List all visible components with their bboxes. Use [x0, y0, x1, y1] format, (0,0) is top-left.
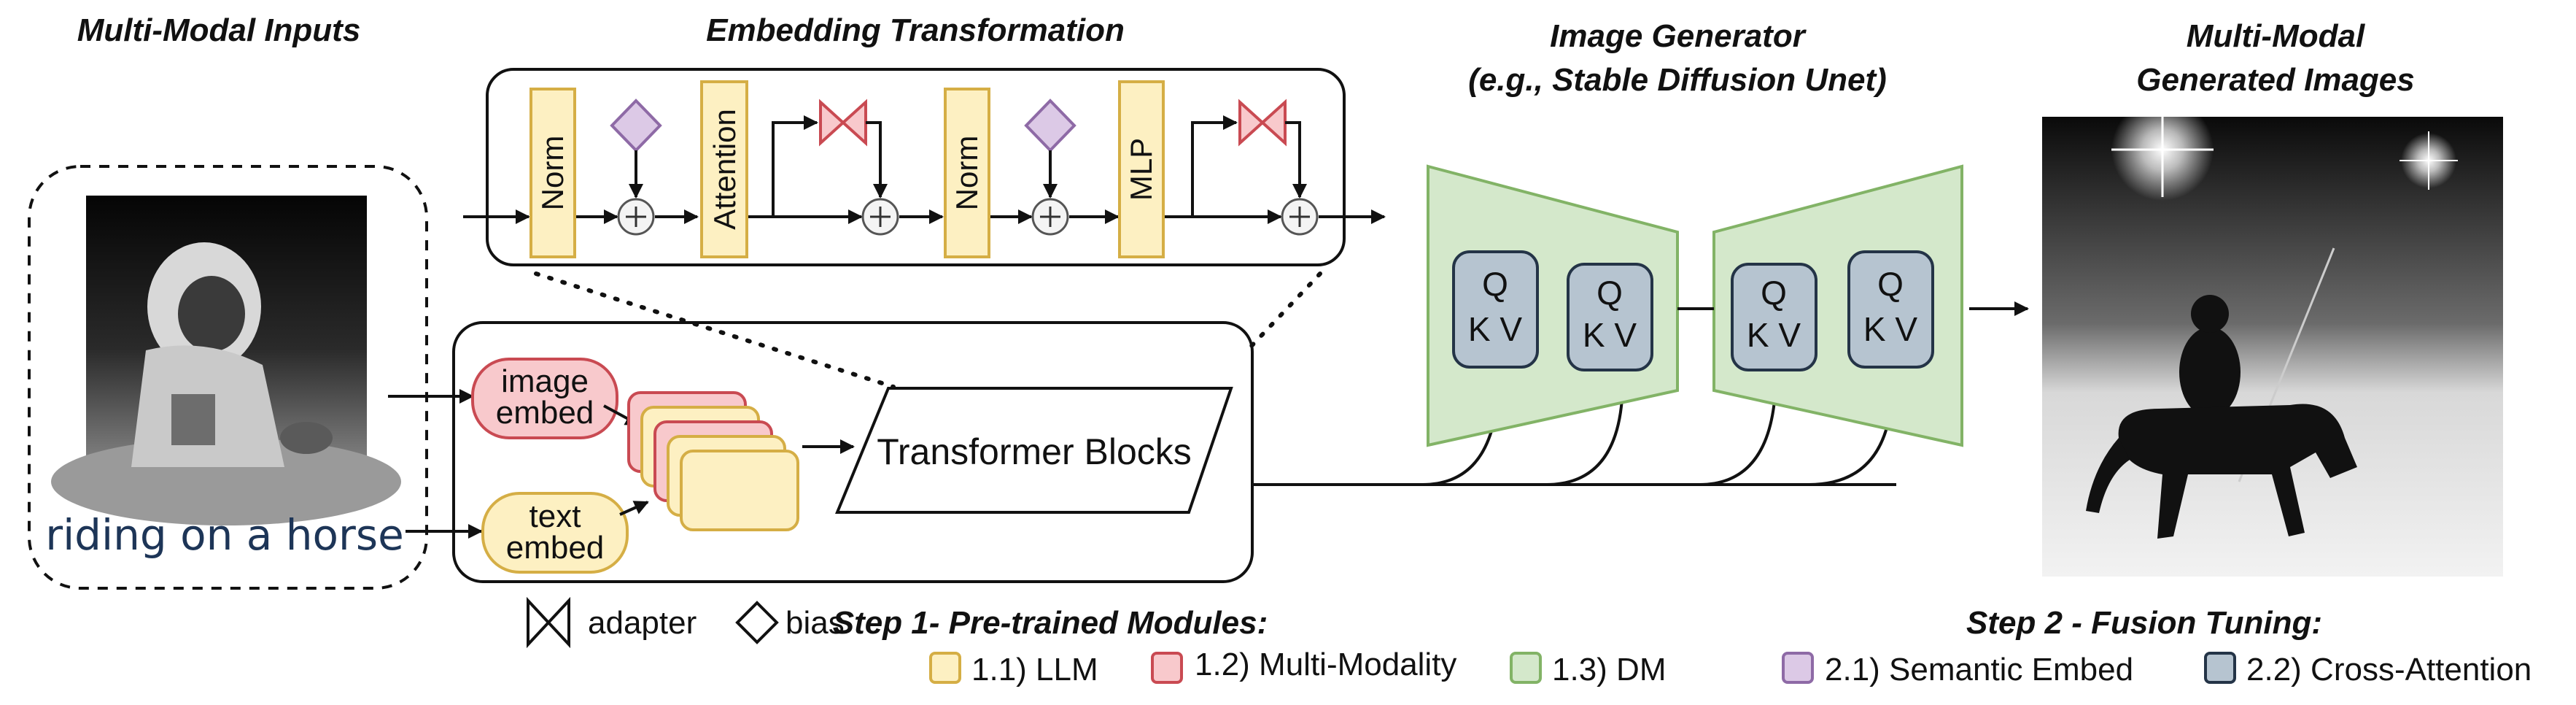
- svg-text:1.3) DM: 1.3) DM: [1552, 652, 1666, 687]
- image-embed-node: image embed: [471, 358, 618, 439]
- svg-text:image: image: [501, 363, 589, 399]
- mlp-block: MLP: [1118, 80, 1165, 258]
- svg-text:2.2) Cross-Attention: 2.2) Cross-Attention: [2246, 652, 2532, 687]
- cross-attention-block-3: Q K V: [1731, 263, 1817, 371]
- legend-cross-attention: 2.2) Cross-Attention: [2204, 652, 2532, 687]
- svg-text:K V: K V: [1583, 316, 1637, 354]
- output-header-line1: Multi-Modal: [2187, 18, 2365, 54]
- inputs-dashed-frame: [28, 165, 428, 590]
- svg-text:2.1) Semantic Embed: 2.1) Semantic Embed: [1825, 652, 2133, 687]
- adapter-legend: adapter: [527, 596, 697, 649]
- adapter-legend-icon: [527, 596, 551, 649]
- svg-text:Q: Q: [1761, 274, 1787, 312]
- text-prompt: riding on a horse: [45, 510, 404, 560]
- svg-text:1.1) LLM: 1.1) LLM: [971, 652, 1098, 687]
- svg-text:Q: Q: [1877, 265, 1904, 303]
- adapter-1-input-path: [772, 115, 818, 217]
- generator-header-line2: (e.g., Stable Diffusion Unet): [1468, 62, 1887, 98]
- bias-legend-label: bias: [785, 605, 845, 641]
- svg-text:MLP: MLP: [1124, 138, 1158, 201]
- step2-title: Step 2 - Fusion Tuning:: [1966, 605, 2322, 641]
- legend-multi-modality: 1.2) Multi-Modality: [1151, 647, 1456, 684]
- cross-attention-block-4: Q K V: [1847, 250, 1934, 369]
- svg-text:Transformer Blocks: Transformer Blocks: [877, 431, 1192, 472]
- svg-text:embed: embed: [506, 530, 605, 566]
- adapter-2-output-path: [1285, 121, 1307, 199]
- adapter-1-output-path: [866, 121, 888, 199]
- astronaut-image: [51, 196, 401, 525]
- step1-title: Step 1- Pre-trained Modules:: [833, 605, 1268, 641]
- svg-text:Q: Q: [1482, 265, 1508, 303]
- svg-text:Attention: Attention: [707, 109, 742, 230]
- svg-text:embed: embed: [496, 395, 594, 431]
- svg-text:Norm: Norm: [950, 136, 984, 211]
- plus-circle-1: [617, 198, 655, 236]
- transformer-blocks: Transformer Blocks: [835, 387, 1233, 514]
- bias-legend-icon: [735, 601, 779, 644]
- svg-text:1.2) Multi-Modality: 1.2) Multi-Modality: [1195, 647, 1456, 682]
- plus-circle-3: [1031, 198, 1069, 236]
- text-embed-node: text embed: [481, 492, 629, 574]
- adapter-legend-label: adapter: [588, 605, 697, 641]
- svg-text:K V: K V: [1468, 310, 1522, 348]
- adapter-2-input-path: [1191, 115, 1238, 217]
- bias-legend: bias: [735, 601, 845, 644]
- embedding-transformation-frame: [486, 68, 1346, 266]
- plus-circle-4: [1281, 198, 1319, 236]
- legend-dm: 1.3) DM: [1510, 652, 1666, 687]
- attention-block: Attention: [700, 80, 748, 258]
- inputs-header: Multi-Modal Inputs: [77, 12, 361, 48]
- svg-text:Norm: Norm: [535, 136, 570, 211]
- plus-circle-2: [861, 198, 899, 236]
- svg-text:Q: Q: [1597, 274, 1623, 312]
- generator-header-line1: Image Generator: [1550, 18, 1807, 54]
- unet-decoder: [1712, 164, 1963, 447]
- legend-semantic-embed: 2.1) Semantic Embed: [1782, 652, 2133, 687]
- zoom-line-right: [1249, 271, 1322, 349]
- output-header-line2: Generated Images: [2136, 62, 2415, 98]
- norm-block-1: Norm: [529, 88, 576, 258]
- legend-llm: 1.1) LLM: [929, 652, 1098, 687]
- unet-encoder: [1427, 164, 1679, 447]
- cross-attention-block-2: Q K V: [1567, 263, 1653, 371]
- llm-frame: [452, 321, 1254, 583]
- svg-text:K V: K V: [1747, 316, 1801, 354]
- svg-text:K V: K V: [1863, 310, 1917, 348]
- cross-attention-block-1: Q K V: [1452, 250, 1539, 369]
- norm-block-2: Norm: [944, 88, 990, 258]
- embedding-header: Embedding Transformation: [706, 12, 1125, 48]
- svg-text:text: text: [529, 498, 581, 534]
- generated-image: [2042, 99, 2503, 577]
- token-stack: [627, 391, 799, 531]
- text-embed-arrow: [619, 501, 649, 516]
